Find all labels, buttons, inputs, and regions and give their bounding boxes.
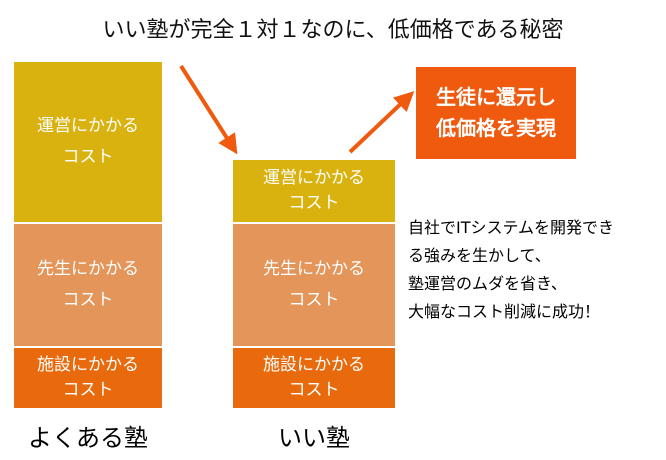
block-label-line1: 運営にかかる: [263, 168, 365, 189]
down-arrow-icon: [179, 64, 238, 155]
typical-teacher-cost-block: 先生にかかる コスト: [14, 222, 162, 346]
block-label-line1: 運営にかかる: [37, 116, 139, 137]
ii-operation-cost-block: 運営にかかる コスト: [233, 160, 395, 222]
block-label-line1: 施設にかかる: [37, 355, 139, 376]
block-label-line2: コスト: [62, 290, 114, 310]
note-line: る強みを生かして、: [408, 246, 551, 265]
note-line: 大幅なコスト削減に成功！: [408, 302, 601, 321]
note-line: 自社でITシステムを開発でき: [408, 218, 615, 237]
block-label-line2: コスト: [288, 193, 340, 213]
ii-school-label: いい塾: [278, 424, 350, 452]
block-label-line1: 先生にかかる: [263, 259, 365, 280]
block-label-line2: コスト: [288, 380, 340, 400]
price-callout-box: 生徒に還元し 低価格を実現: [416, 67, 576, 159]
explanation-note: 自社でITシステムを開発でき る強みを生かして、 塾運営のムダを省き、 大幅なコ…: [408, 214, 658, 326]
typical-facility-cost-block: 施設にかかる コスト: [14, 346, 162, 408]
ii-facility-cost-block: 施設にかかる コスト: [233, 346, 395, 408]
block-label-line2: コスト: [62, 147, 114, 167]
block-label-line1: 施設にかかる: [263, 355, 365, 376]
block-label-line2: コスト: [288, 290, 340, 310]
typical-operation-cost-block: 運営にかかる コスト: [14, 62, 162, 222]
typical-school-label: よくある塾: [28, 424, 148, 452]
up-arrow-icon: [348, 91, 415, 154]
block-label-line2: コスト: [62, 380, 114, 400]
note-line: 塾運営のムダを省き、: [408, 274, 567, 293]
ii-teacher-cost-block: 先生にかかる コスト: [233, 222, 395, 346]
block-label-line1: 先生にかかる: [37, 259, 139, 280]
page-title: いい塾が完全１対１なのに、低価格である秘密: [102, 18, 564, 43]
callout-line1: 生徒に還元し: [436, 85, 556, 109]
callout-line2: 低価格を実現: [436, 116, 556, 140]
